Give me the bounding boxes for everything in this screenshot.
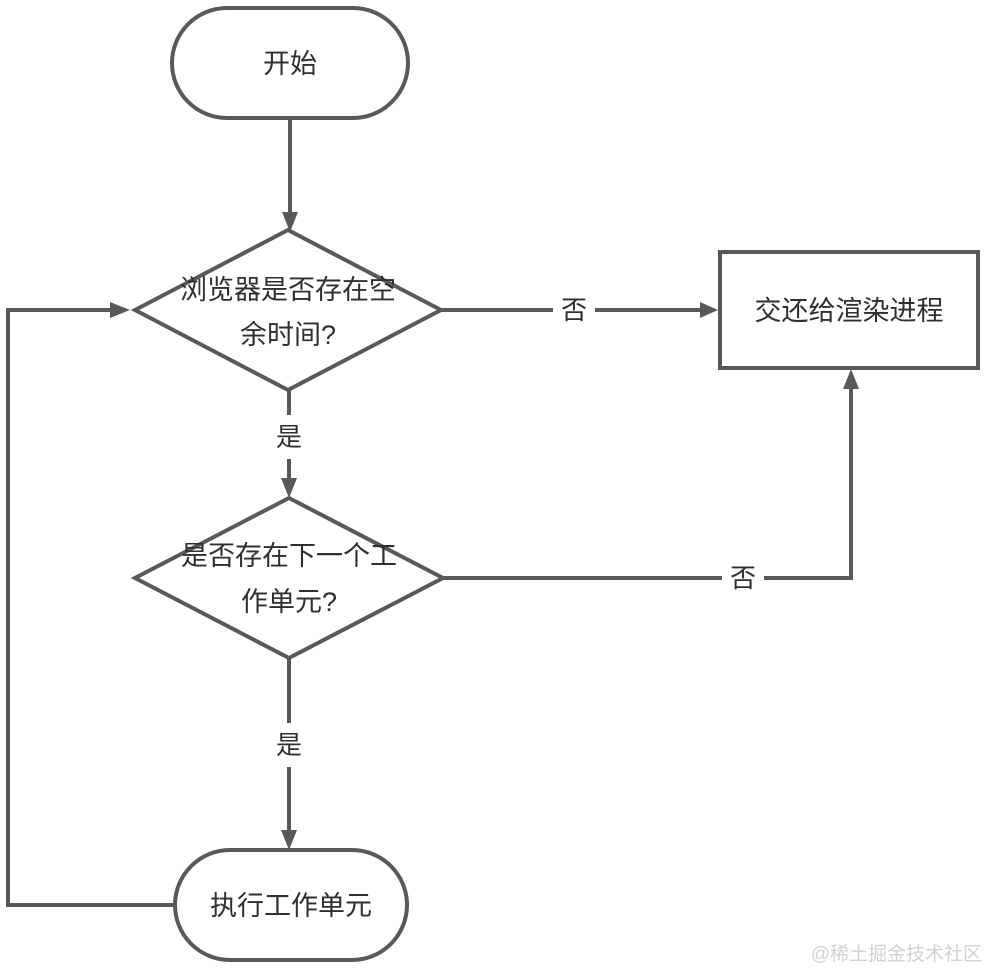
arrow-right-icon	[110, 302, 130, 318]
edge-label-yes: 是	[276, 422, 302, 452]
edge-start-to-idle-decision	[282, 118, 298, 232]
edge-label-bg	[553, 288, 595, 330]
watermark: @稀土掘金技术社区	[811, 943, 982, 965]
edge-label-bg	[722, 556, 764, 598]
edge-label-bg	[268, 723, 310, 767]
decision-diamond-shape	[130, 495, 448, 661]
execute-work-unit-label: 执行工作单元	[210, 891, 372, 921]
edge-next-no-to-render: 否	[443, 369, 859, 598]
edge-line	[443, 377, 853, 580]
node-decision-next-work-unit: 是否存在下一个工 作单元?	[130, 495, 448, 661]
node-start: 开始	[170, 6, 410, 120]
arrow-down-icon	[282, 212, 298, 232]
arrow-up-icon	[843, 369, 859, 389]
edge-label-yes: 是	[276, 730, 302, 760]
arrow-down-icon	[281, 830, 297, 850]
edge-execute-loop-to-idle-decision	[6, 302, 175, 907]
edge-line	[6, 308, 175, 907]
decision-idle-line1: 浏览器是否存在空	[180, 275, 396, 305]
arrow-down-icon	[281, 478, 297, 498]
return-to-render-label: 交还给渲染进程	[755, 296, 944, 326]
execute-stadium-shape	[173, 848, 409, 962]
node-decision-idle-time: 浏览器是否存在空 余时间?	[130, 227, 446, 393]
decision-next-line1: 是否存在下一个工	[181, 541, 397, 571]
edge-label-bg	[268, 415, 310, 459]
start-stadium-shape	[170, 6, 410, 120]
edge-label-no: 否	[730, 563, 756, 593]
decision-idle-line2: 余时间?	[240, 320, 336, 350]
edge-label-no: 否	[561, 295, 587, 325]
node-execute-work-unit: 执行工作单元	[173, 848, 409, 962]
edge-idle-yes-to-next-decision: 是	[268, 390, 310, 498]
arrow-right-icon	[700, 302, 718, 318]
decision-diamond-shape	[130, 227, 446, 393]
decision-next-line2: 作单元?	[241, 587, 337, 617]
process-rect-shape	[718, 250, 980, 370]
edge-next-yes-to-execute: 是	[268, 658, 310, 850]
node-return-to-render: 交还给渲染进程	[718, 250, 980, 370]
edge-idle-no-to-render: 否	[441, 288, 718, 330]
start-label: 开始	[263, 49, 317, 79]
